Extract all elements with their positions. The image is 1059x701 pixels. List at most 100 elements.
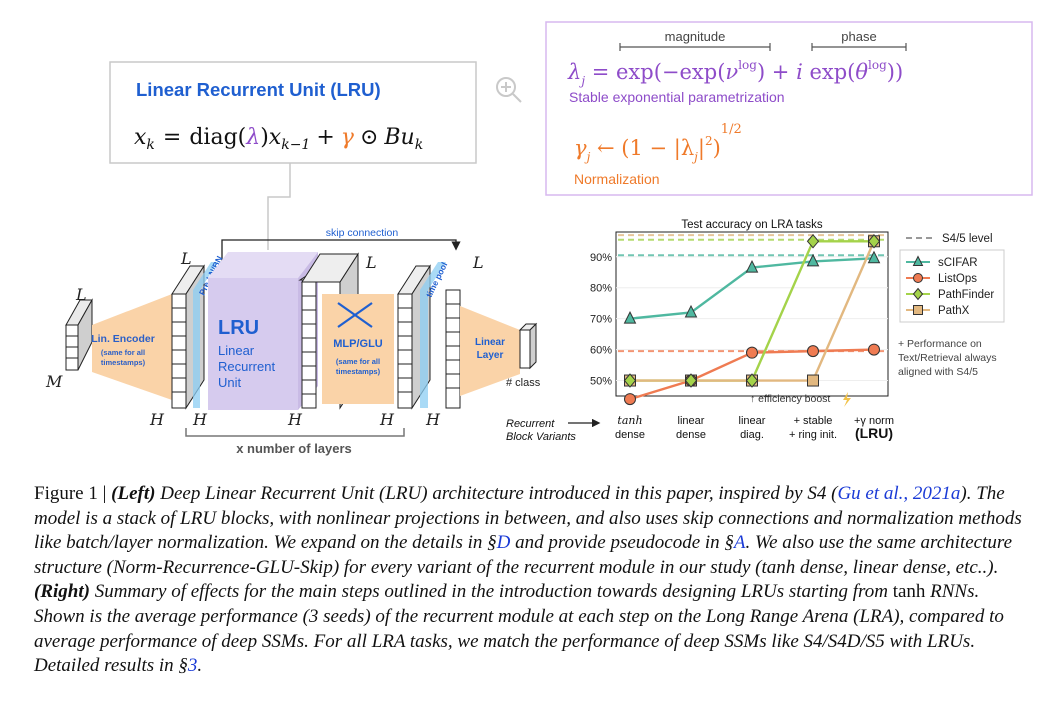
data-point [806, 234, 820, 249]
lambda-parametrization-equation: λj = exp(−exp(νlog) + i exp(θlog)) [567, 58, 903, 88]
data-point [684, 304, 698, 318]
data-point [623, 311, 637, 324]
lru-block-top [208, 252, 318, 278]
legend-s4-level: S4/5 level [942, 233, 993, 245]
x-axis-lead-1: Recurrent [506, 418, 555, 430]
lightning-icon [843, 392, 851, 407]
chart-y-ticks: 50%60%70%80%90% [590, 252, 612, 388]
caption-left-label: (Left) [111, 483, 156, 504]
y-tick-label: 50% [590, 376, 612, 388]
class-label: # class [506, 377, 541, 389]
stack2-L-label: L [365, 253, 377, 272]
lru-block [208, 278, 298, 410]
chart-note-2: Text/Retrieval always [898, 352, 997, 364]
lru-block-line3: Unit [218, 375, 242, 390]
lru-connector-line [267, 163, 291, 250]
phase-label: phase [841, 29, 876, 44]
figure-1: Linear Recurrent Unit (LRU) xk=diag(λ)xk… [45, 21, 1033, 456]
data-point [867, 250, 881, 264]
x-tick-label: +γ norm [854, 415, 894, 427]
lru-block-title: LRU [218, 317, 259, 339]
y-tick-label: 90% [590, 252, 612, 264]
y-tick-label: 60% [590, 345, 612, 357]
caption-ref-A[interactable]: A [733, 532, 746, 554]
stack4-L-label: L [472, 253, 484, 272]
caption-text-7: . [197, 655, 203, 677]
efficiency-boost-annotation: ↑ efficiency boost [750, 393, 830, 405]
y-tick-label: 70% [590, 314, 612, 326]
x-tick-label: dense [676, 429, 706, 441]
time-pool-bar [420, 262, 446, 408]
legend-label: PathFinder [938, 289, 994, 301]
data-point [913, 273, 923, 283]
mlp-label: MLP/GLU [333, 338, 383, 350]
stack2-H-label: H [287, 410, 303, 429]
caption-text-6: RNNs. Shown is the average performance (… [34, 581, 1004, 677]
x-tick-label: (LRU) [855, 425, 893, 441]
caption-ref-D[interactable]: D [496, 532, 511, 554]
data-point [912, 287, 924, 301]
data-point [807, 374, 819, 387]
input-L-label: L [75, 285, 87, 304]
pooled-column [445, 289, 461, 409]
caption-ref-3[interactable]: 3 [187, 655, 198, 677]
data-point [624, 393, 636, 406]
input-token-stack [65, 298, 93, 371]
x-tick-label: + ring init. [789, 429, 837, 441]
stack1-L-label: L [180, 249, 192, 268]
lru-block-line1: Linear [218, 343, 255, 358]
linear-layer-shape [460, 306, 520, 396]
hidden-stack-2-front [301, 253, 359, 409]
data-point [868, 343, 880, 356]
legend-label: sCIFAR [938, 257, 978, 269]
data-point [684, 373, 698, 388]
caption-citation-gu[interactable]: Gu et al., 2021a [837, 483, 961, 504]
chart-title: Test accuracy on LRA tasks [681, 219, 823, 231]
x-axis-lead-2: Block Variants [506, 431, 576, 443]
stable-parametrization-label: Stable exponential parametrization [569, 89, 785, 105]
num-layers-bracket [185, 428, 405, 437]
data-point [745, 259, 759, 273]
chart-series-markers [623, 234, 881, 406]
caption-text-5: Summary of effects for the main steps ou… [89, 581, 893, 603]
chart-note-1: + Performance on [898, 338, 982, 350]
gamma-normalization-equation: γj ← (1 − |λj|2)1/2 [574, 122, 742, 164]
lru-definition-box: Linear Recurrent Unit (LRU) xk=diag(λ)xk… [109, 61, 477, 164]
linear-layer-label2: Layer [477, 350, 504, 361]
skip-connection-arrow [221, 239, 461, 262]
num-layers-label: x number of layers [236, 441, 352, 456]
data-point [912, 255, 924, 266]
stack1b-H-label: H [192, 410, 208, 429]
input-M-label: M [45, 372, 63, 391]
x-tick-label: tanh [617, 414, 642, 427]
data-point [746, 346, 758, 359]
output-class-vector [518, 322, 538, 370]
lin-encoder-sub1: (same for all [101, 348, 145, 357]
caption-text-4: . We also use the same architecture stru… [34, 532, 1013, 578]
legend-label: PathX [938, 305, 970, 317]
skip-connection-label: skip connection [326, 227, 399, 239]
stack1-H-label: H [149, 410, 165, 429]
pre-ln-bar [193, 262, 218, 408]
figure-caption: Figure 1 | (Left) Deep Linear Recurrent … [34, 482, 1029, 679]
stack3-H-label: H [379, 410, 395, 429]
lru-title: Linear Recurrent Unit (LRU) [136, 79, 381, 100]
data-point [807, 345, 819, 358]
linear-layer-label1: Linear [475, 337, 505, 348]
legend-label: ListOps [938, 273, 977, 285]
normalization-label: Normalization [574, 171, 660, 187]
caption-text-1: Deep Linear Recurrent Unit (LRU) archite… [155, 483, 838, 504]
chart-note-3: aligned with S4/5 [898, 366, 978, 378]
zoom-icon [496, 77, 522, 103]
data-point [867, 234, 881, 249]
mlp-sub2: timestamps) [336, 367, 381, 376]
data-point [745, 373, 759, 388]
architecture-diagram: skip connection L M Lin. Encoder (same f… [45, 227, 541, 456]
caption-right-label: (Right) [34, 581, 90, 603]
data-point [913, 305, 923, 315]
parametrization-box: magnitude phase λj = exp(−exp(νlog) + i … [545, 21, 1033, 196]
x-tick-label: diag. [740, 429, 764, 441]
lin-encoder-sub2: timestamps) [101, 358, 146, 367]
lin-encoder-shape [92, 294, 172, 400]
